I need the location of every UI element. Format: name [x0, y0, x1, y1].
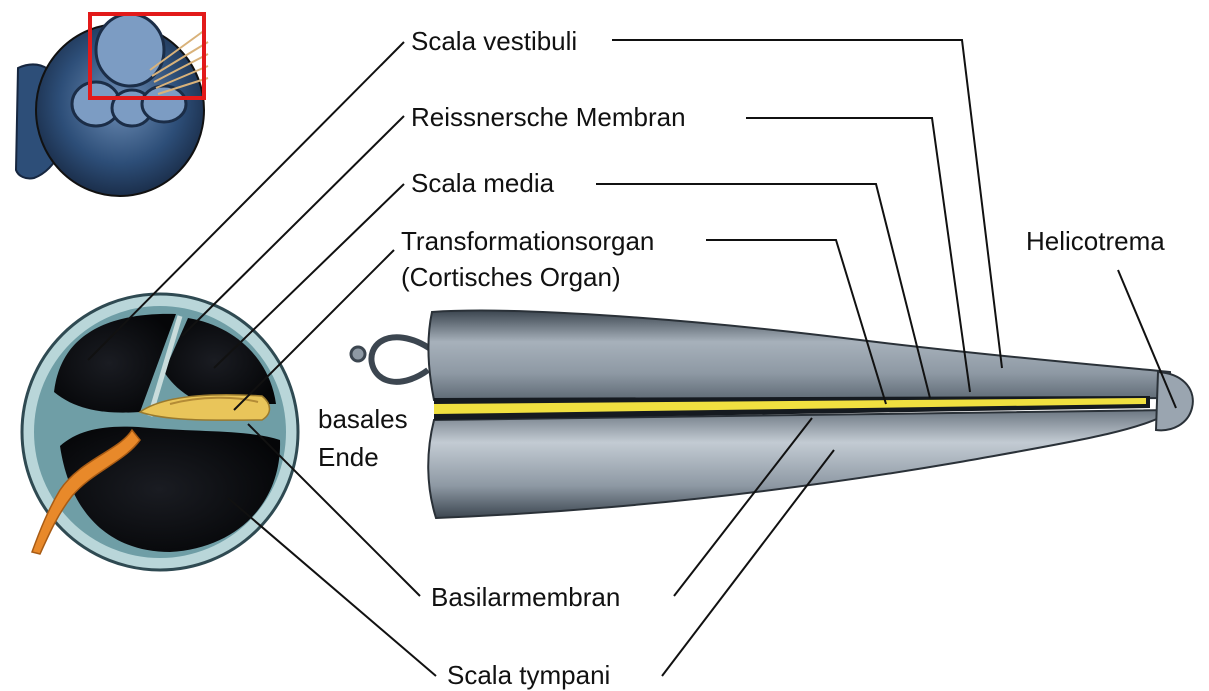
cochlea-overview-thumbnail: [16, 14, 208, 196]
label-cortisches-organ: (Cortisches Organ): [401, 262, 621, 292]
leader-line-corti: [234, 250, 394, 410]
label-basilarmembran: Basilarmembran: [431, 582, 620, 612]
label-helicotrema: Helicotrema: [1026, 226, 1165, 256]
label-reissnersche-membran: Reissnersche Membran: [411, 102, 686, 132]
uncoiled-cochlea: [351, 311, 1193, 518]
label-scala-tympani: Scala tympani: [447, 660, 610, 690]
label-ende: Ende: [318, 442, 379, 472]
helicotrema-tip: [1156, 372, 1193, 430]
leader-line-reissner: [182, 116, 404, 336]
label-scala-media: Scala media: [411, 168, 555, 198]
scala-tympani-tube: [428, 410, 1172, 518]
label-scala-vestibuli: Scala vestibuli: [411, 26, 577, 56]
leader-line-tympani-section: [228, 498, 436, 676]
scala-vestibuli-tube: [428, 311, 1172, 400]
label-basales: basales: [318, 404, 408, 434]
oval-window-ring: [351, 337, 432, 382]
label-transformationsorgan: Transformationsorgan: [401, 226, 654, 256]
